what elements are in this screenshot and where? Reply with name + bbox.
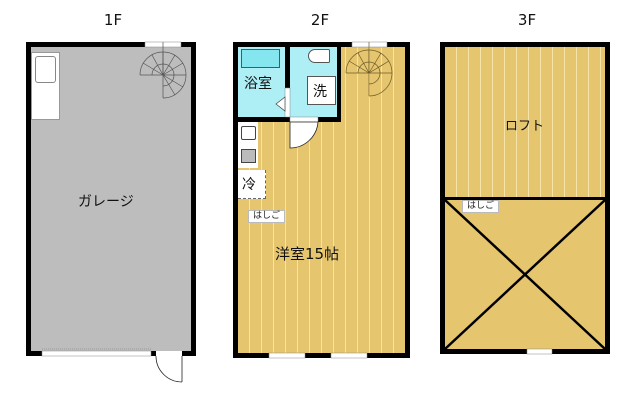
washing-machine-space (307, 76, 336, 105)
floor-label-3f: 3F (517, 11, 537, 29)
floor-label-2f: 2F (310, 11, 330, 29)
sink-icon (35, 56, 56, 83)
washroom-label: 洗 (313, 84, 327, 100)
refrigerator-label: 冷 (242, 177, 256, 193)
kitchen-sink-icon (241, 126, 256, 140)
spiral-staircase-icon-1f (139, 42, 187, 99)
toilet-icon (308, 49, 330, 63)
refrigerator-space (238, 170, 266, 199)
ladder-label-2f: はしご (248, 210, 286, 223)
spiral-staircase-icon-2f (345, 42, 393, 97)
bathtub-icon (241, 49, 280, 68)
ladder-label-3f: はしご (462, 200, 500, 213)
garage-label: ガレージ (78, 194, 134, 210)
loft-floor (445, 47, 605, 197)
loft-label: ロフト (505, 119, 545, 134)
stove-icon (241, 149, 256, 163)
floor-label-1f: 1F (103, 11, 123, 29)
bathroom-label: 浴室 (244, 76, 272, 92)
western-room-label: 洋室15帖 (275, 245, 340, 263)
